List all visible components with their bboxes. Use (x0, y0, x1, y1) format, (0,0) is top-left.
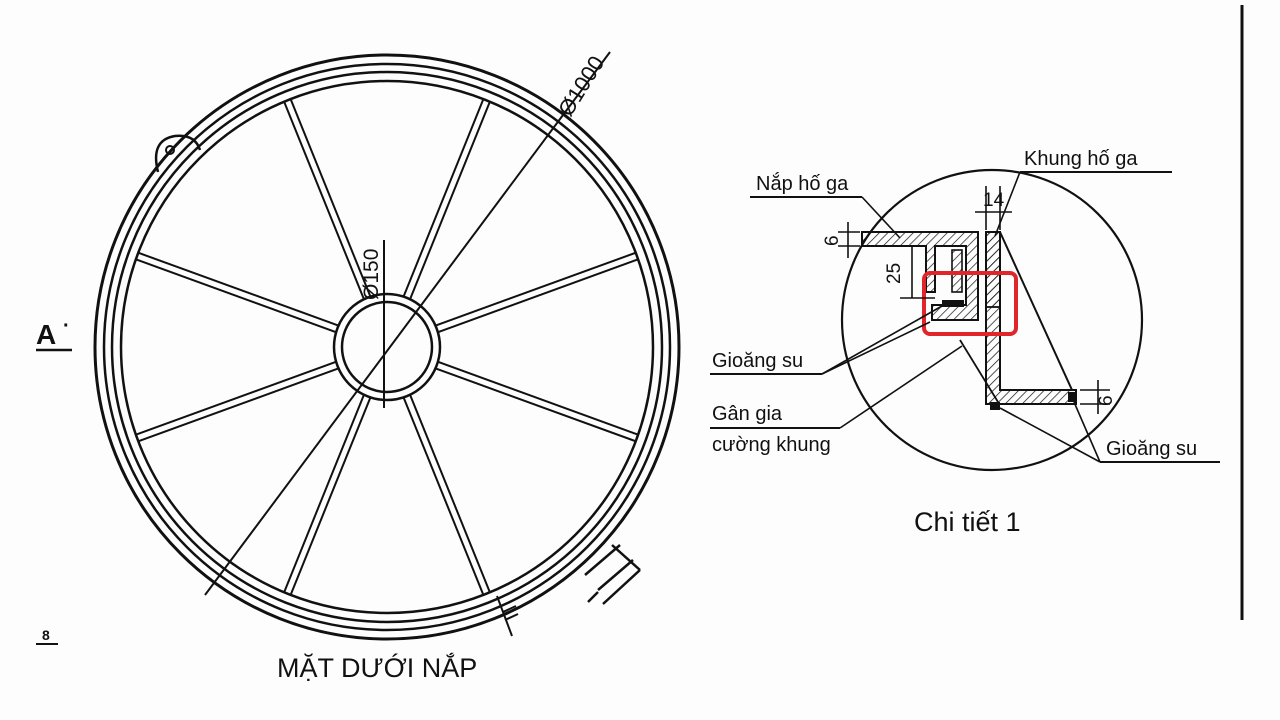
dim-lid-thickness-label: 6 (822, 235, 843, 246)
diameter-1000-line (204, 51, 611, 596)
diameter-150-label: Ø150 (360, 249, 383, 300)
rib-8-b (135, 258, 337, 334)
outer-ring-2 (102, 62, 672, 632)
svg-text:8: 8 (42, 627, 50, 643)
gasket-bottom (990, 402, 1000, 410)
gasket-top (942, 300, 964, 307)
gasket-left-leader-1 (821, 305, 943, 375)
rib-3-a (437, 258, 639, 334)
gasket-left-leader-2 (821, 321, 931, 375)
gasket-highlight-box (922, 271, 1018, 336)
rib-2-b (402, 98, 485, 297)
rib-7-b (137, 367, 339, 443)
svg-text:A: A (36, 319, 56, 350)
lid-leader (861, 196, 901, 239)
lug-hole (165, 145, 175, 155)
stiffener-line (999, 231, 1073, 391)
rib-3-b (435, 251, 637, 327)
stiffener-line-2 (959, 339, 999, 403)
frame-upper-web (985, 231, 1001, 308)
gasket-right-leader-1 (999, 407, 1101, 463)
dim-lid-thickness (838, 222, 860, 258)
dim-25 (900, 245, 935, 299)
gasket-bottom-right (1068, 392, 1076, 402)
rib-6-a (283, 394, 365, 593)
ring-break-mark (496, 595, 519, 637)
dim-25-label: 25 (884, 263, 905, 284)
rib-5-a (402, 397, 485, 596)
detail-1-view: 14 6 25 6 Nắp hố ga Khung hố ga (710, 148, 1220, 537)
page-mark: 8 (36, 627, 58, 645)
lifting-lug (154, 134, 202, 173)
center-hub-inner (340, 300, 434, 394)
outer-ring-4 (119, 79, 655, 615)
underside-view-title: MẶT DƯỚI NẮP (277, 652, 477, 683)
hinge (584, 544, 641, 605)
rib-4-a (435, 367, 637, 443)
gasket-right-label: Gioăng su (1106, 438, 1197, 460)
dim-bottom-thickness (1080, 380, 1110, 414)
center-hub-outer (332, 292, 442, 402)
dim-bottom-thickness-label: 6 (1096, 395, 1117, 406)
detail-circle (840, 168, 1144, 472)
frame-label: Khung hố ga (1024, 148, 1138, 170)
diameter-1000-label: Ø1000 (553, 51, 609, 120)
rib-6-b (289, 397, 372, 596)
gasket-left-label: Gioăng su (712, 350, 803, 372)
stiffener-label-line2: cường khung (712, 434, 831, 456)
rib-7-a (135, 360, 337, 436)
dim-14-label: 14 (983, 190, 1005, 211)
rib-1-a (289, 98, 372, 297)
outer-ring-3 (110, 70, 664, 624)
rib-4-b (437, 360, 639, 436)
lid-section (861, 231, 979, 321)
underside-view: Ø1000 Ø150 MẶT DƯỚI NẮP (93, 51, 681, 683)
stiffener-label-line1: Gân gia (712, 403, 783, 425)
stiffener-leader (839, 345, 963, 429)
outer-ring-1 (93, 53, 681, 641)
detail-1-title: Chi tiết 1 (914, 507, 1021, 537)
rib-1-b (283, 101, 365, 300)
frame-leader (994, 171, 1021, 237)
lid-label: Nắp hố ga (756, 172, 849, 195)
svg-text:·: · (63, 315, 70, 337)
section-mark: A · (36, 315, 72, 352)
gasket-right-leader-2 (1073, 401, 1101, 463)
rib-8-a (137, 251, 339, 327)
radial-ribs (135, 98, 639, 596)
rib-5-b (409, 394, 491, 593)
rib-2-a (409, 101, 491, 300)
